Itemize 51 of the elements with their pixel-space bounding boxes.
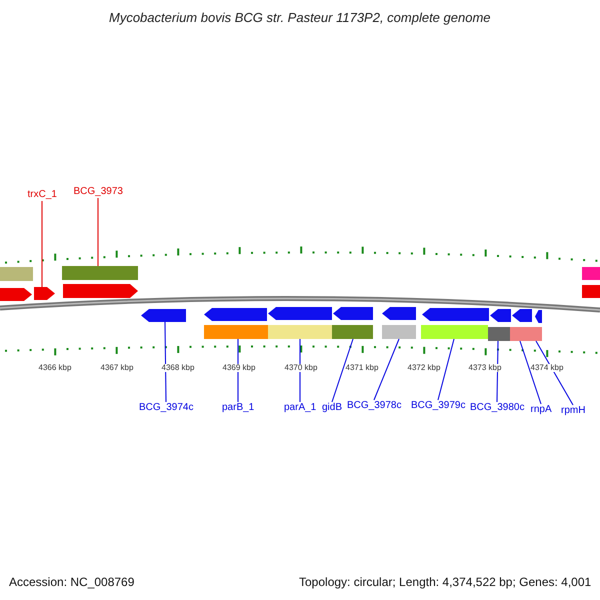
gene-label: rnpA xyxy=(530,405,552,415)
gene-bar xyxy=(332,325,373,339)
gene-label: parA_1 xyxy=(284,403,316,413)
scale-label: 4368 kbp xyxy=(162,364,194,372)
gene-label: BCG_3979c xyxy=(411,401,466,411)
scale-label: 4371 kbp xyxy=(346,364,378,372)
leader-line xyxy=(332,338,354,402)
gene-bar xyxy=(62,266,138,280)
title: Mycobacterium bovis BCG str. Pasteur 1173P2, complete genome xyxy=(109,11,491,24)
gene-bar xyxy=(421,325,488,339)
gene-bar xyxy=(268,325,332,339)
gene-label: rpmH xyxy=(561,406,586,416)
scale-label: 4367 kbp xyxy=(100,364,134,372)
scale-label: 4372 kbp xyxy=(408,364,440,372)
gene-bar xyxy=(510,327,542,341)
scale-label: 4370 kbp xyxy=(284,364,318,372)
scale-label: 4366 kbp xyxy=(38,364,72,372)
footer-text: Topology: circular; Length: 4,374,522 bp; Genes: 4,001 xyxy=(299,576,592,588)
gene-label: trxC_1 xyxy=(28,190,57,200)
leader-line xyxy=(438,338,454,400)
leader-line xyxy=(520,340,542,404)
gene-bar xyxy=(204,325,268,339)
footer-text: Accession: NC_008769 xyxy=(9,576,134,588)
gene-feature xyxy=(34,287,55,300)
gene-feature xyxy=(333,307,373,320)
gene-bar xyxy=(488,327,510,341)
gene-feature xyxy=(382,307,416,320)
gene-bar xyxy=(582,285,600,298)
gene-label: BCG_3973 xyxy=(74,187,123,197)
scale-label: 4373 kbp xyxy=(468,364,502,372)
gene-feature xyxy=(268,307,332,320)
gene-label: BCG_3974c xyxy=(139,403,194,413)
gene-bar xyxy=(382,325,416,339)
gene-label: BCG_3978c xyxy=(347,401,402,411)
gene-feature xyxy=(535,310,542,323)
gene-feature xyxy=(141,309,186,322)
gene-label: parB_1 xyxy=(222,403,254,413)
gene-feature xyxy=(512,309,532,322)
gene-feature xyxy=(490,309,511,322)
scale-label: 4374 kbp xyxy=(530,364,564,372)
gene-feature xyxy=(204,308,267,321)
gene-label: BCG_3980c xyxy=(470,403,524,413)
leader-line xyxy=(536,340,574,406)
gene-bar xyxy=(0,267,33,281)
gene-feature xyxy=(63,284,138,298)
gene-label: gidB xyxy=(322,403,342,413)
scale-label: 4369 kbp xyxy=(222,364,256,372)
leader-line xyxy=(496,340,498,402)
gene-bar xyxy=(582,267,600,280)
gene-feature xyxy=(0,288,32,301)
leader-line xyxy=(164,322,166,402)
